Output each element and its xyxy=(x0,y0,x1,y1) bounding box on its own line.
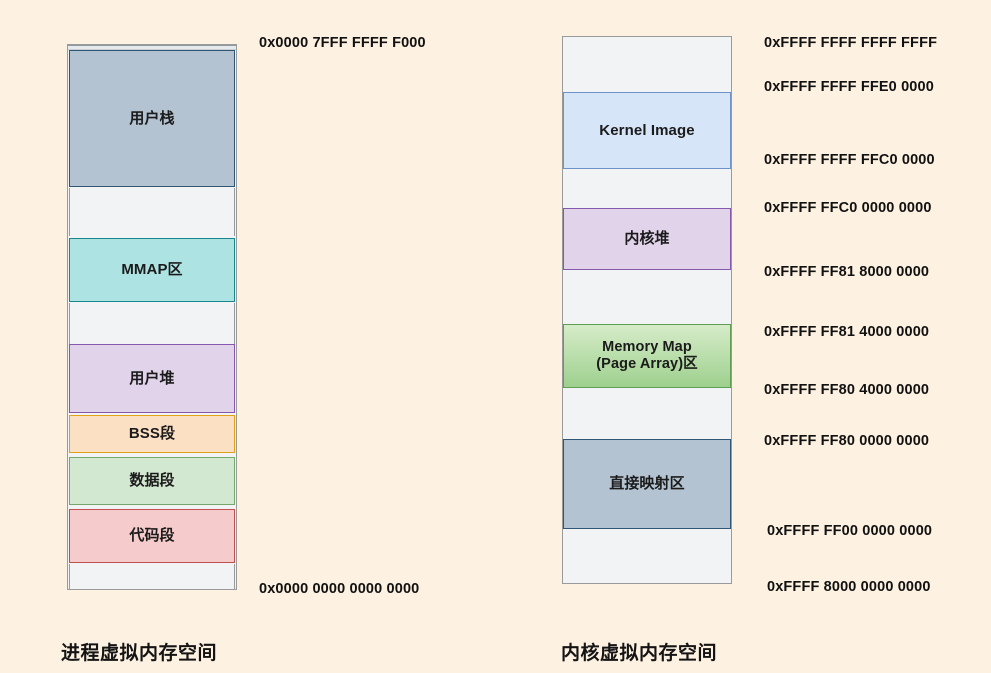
process-space-top-rule xyxy=(68,45,236,50)
segment-data: 数据段 xyxy=(69,457,235,505)
segment-user-heap: 用户堆 xyxy=(69,344,235,413)
process-space-caption: 进程虚拟内存空间 xyxy=(61,643,218,664)
segment-gap-1 xyxy=(69,188,235,236)
segment-gap-3 xyxy=(69,564,235,589)
kernel-segment-gap-4 xyxy=(563,389,731,439)
kernel-segment-gap-2 xyxy=(563,170,731,208)
kernel-address-0: 0xFFFF FFFF FFFF FFFF xyxy=(764,35,938,51)
segment-label: 数据段 xyxy=(129,472,175,490)
segment-label: 直接映射区 xyxy=(609,475,685,493)
segment-user-stack: 用户栈 xyxy=(69,50,235,187)
segment-text: 代码段 xyxy=(69,509,235,563)
kernel-segment-memory-map: Memory Map (Page Array)区 xyxy=(563,324,731,388)
segment-gap-2 xyxy=(69,303,235,344)
kernel-segment-gap-5 xyxy=(563,530,731,583)
segment-mmap: MMAP区 xyxy=(69,238,235,302)
kernel-segment-kernel-image: Kernel Image xyxy=(563,92,731,169)
kernel-address-2: 0xFFFF FFFF FFC0 0000 xyxy=(764,152,935,168)
segment-label: MMAP区 xyxy=(121,261,183,279)
kernel-address-4: 0xFFFF FF81 8000 0000 xyxy=(764,264,930,280)
segment-label: 代码段 xyxy=(129,527,175,545)
kernel-segment-kernel-heap: 内核堆 xyxy=(563,208,731,270)
segment-label: BSS段 xyxy=(128,425,176,443)
kernel-address-5: 0xFFFF FF81 4000 0000 xyxy=(764,324,930,340)
process-space-bottom-address: 0x0000 0000 0000 0000 xyxy=(259,581,420,597)
segment-label: 用户堆 xyxy=(129,369,175,387)
kernel-segment-gap-3 xyxy=(563,271,731,324)
kernel-address-1: 0xFFFF FFFF FFE0 0000 xyxy=(764,79,934,95)
segment-label: Memory Map (Page Array)区 xyxy=(596,338,698,372)
segment-bss: BSS段 xyxy=(69,415,235,453)
segment-label: 内核堆 xyxy=(624,230,670,248)
kernel-address-7: 0xFFFF FF80 0000 0000 xyxy=(764,433,930,449)
kernel-address-6: 0xFFFF FF80 4000 0000 xyxy=(764,382,930,398)
kernel-segment-gap-1 xyxy=(563,37,731,92)
kernel-address-8: 0xFFFF FF00 0000 0000 xyxy=(767,523,933,539)
kernel-space-caption: 内核虚拟内存空间 xyxy=(561,643,718,664)
kernel-segment-direct-mapping: 直接映射区 xyxy=(563,439,731,529)
segment-label: Kernel Image xyxy=(599,121,695,139)
kernel-address-3: 0xFFFF FFC0 0000 0000 xyxy=(764,200,932,216)
process-space-top-address: 0x0000 7FFF FFFF F000 xyxy=(259,35,426,51)
segment-label: 用户栈 xyxy=(129,109,175,127)
kernel-address-9: 0xFFFF 8000 0000 0000 xyxy=(767,579,931,595)
